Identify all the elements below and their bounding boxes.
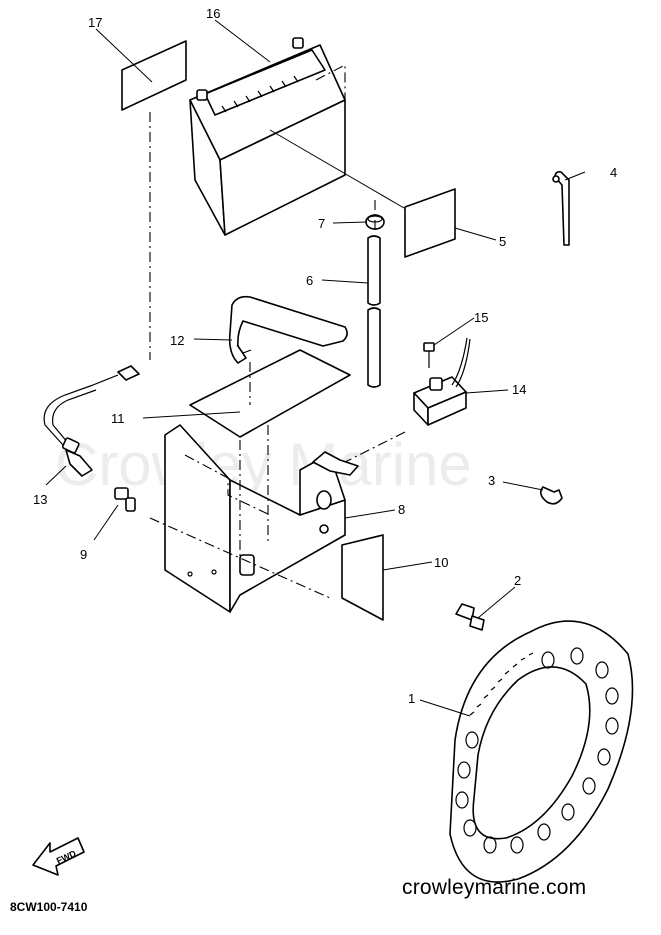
callout-4[interactable]: 4: [610, 165, 617, 180]
pipe-part-6[interactable]: [367, 235, 381, 388]
label-part-17[interactable]: [121, 40, 187, 111]
callout-14[interactable]: 14: [512, 382, 526, 397]
disk-holes: [455, 647, 619, 854]
callout-numbers: 1 2 3 4 5 6 7 8 9 10 11 12 13 14 15 16 1…: [33, 6, 617, 706]
bolt-part-15[interactable]: [423, 342, 435, 368]
callout-7[interactable]: 7: [318, 216, 325, 231]
callout-5[interactable]: 5: [499, 234, 506, 249]
callout-10[interactable]: 10: [434, 555, 448, 570]
starter-relay-part-14[interactable]: [413, 337, 471, 426]
disk-part-1[interactable]: [449, 620, 634, 883]
plate-part-10[interactable]: [341, 534, 384, 621]
leader-lines: [45, 19, 586, 717]
callout-3[interactable]: 3: [488, 473, 495, 488]
callout-17[interactable]: 17: [88, 15, 102, 30]
callout-2[interactable]: 2: [514, 573, 521, 588]
assembly-lines: [149, 112, 406, 599]
callout-11[interactable]: 11: [111, 411, 125, 426]
drawing-code: 8CW100-7410: [10, 900, 88, 914]
pad-part-5[interactable]: [404, 188, 456, 258]
callout-1[interactable]: 1: [408, 691, 415, 706]
callout-15[interactable]: 15: [474, 310, 488, 325]
callout-12[interactable]: 12: [170, 333, 184, 348]
callout-8[interactable]: 8: [398, 502, 405, 517]
callout-6[interactable]: 6: [306, 273, 313, 288]
bolt-part-9[interactable]: [114, 487, 136, 512]
bolt-part-2[interactable]: [455, 603, 485, 631]
site-footer: crowleymarine.com: [402, 876, 587, 899]
fwd-arrow-icon: FWD: [32, 837, 85, 876]
watermark: Crowley Marine: [55, 431, 472, 498]
callout-16[interactable]: 16: [206, 6, 220, 21]
battery-band-part-12[interactable]: [228, 295, 348, 364]
battery-box-part-8[interactable]: [164, 424, 359, 613]
battery-part-16[interactable]: [189, 37, 346, 236]
clamp-part-3[interactable]: [539, 486, 563, 505]
negative-lead-part-13[interactable]: [43, 365, 140, 477]
callout-9[interactable]: 9: [80, 547, 87, 562]
callout-13[interactable]: 13: [33, 492, 47, 507]
clip-part-4[interactable]: [552, 171, 570, 246]
battery-sheet-part-11[interactable]: [189, 349, 351, 438]
